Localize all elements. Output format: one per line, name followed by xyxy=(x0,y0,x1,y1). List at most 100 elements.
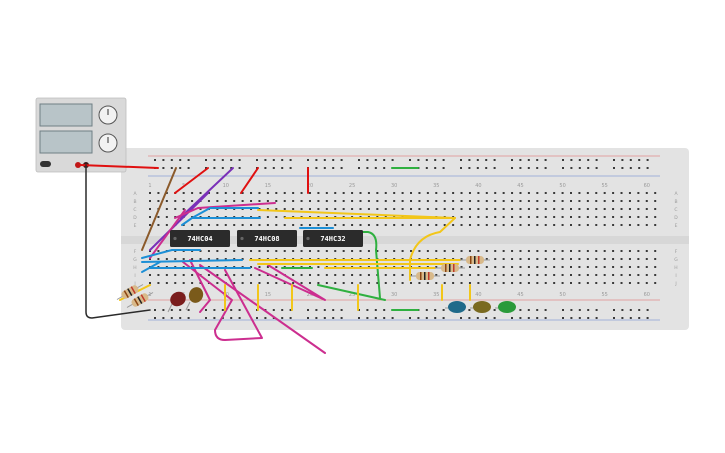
breadboard-hole[interactable] xyxy=(595,274,598,276)
breadboard-hole[interactable] xyxy=(527,208,530,210)
rail-hole[interactable] xyxy=(595,159,598,161)
breadboard-hole[interactable] xyxy=(317,200,320,202)
rail-hole[interactable] xyxy=(613,159,615,161)
breadboard-hole[interactable] xyxy=(536,282,539,284)
breadboard-hole[interactable] xyxy=(527,266,530,268)
breadboard-hole[interactable] xyxy=(561,258,564,260)
rail-hole[interactable] xyxy=(646,309,649,311)
breadboard-hole[interactable] xyxy=(485,250,488,252)
breadboard-hole[interactable] xyxy=(224,274,227,276)
breadboard-hole[interactable] xyxy=(359,250,362,252)
rail-hole[interactable] xyxy=(332,309,335,311)
rail-hole[interactable] xyxy=(332,317,335,319)
breadboard-hole[interactable] xyxy=(258,200,261,202)
rail-hole[interactable] xyxy=(221,309,224,311)
breadboard-hole[interactable] xyxy=(460,266,463,268)
rail-hole[interactable] xyxy=(629,317,632,319)
breadboard-hole[interactable] xyxy=(511,200,514,202)
rail-hole[interactable] xyxy=(256,317,258,319)
breadboard-hole[interactable] xyxy=(654,200,657,202)
breadboard-hole[interactable] xyxy=(561,274,564,276)
breadboard-hole[interactable] xyxy=(376,250,379,252)
breadboard-hole[interactable] xyxy=(435,192,438,194)
breadboard-hole[interactable] xyxy=(376,208,379,210)
breadboard-hole[interactable] xyxy=(612,266,615,268)
breadboard-hole[interactable] xyxy=(544,200,547,202)
rail-hole[interactable] xyxy=(442,317,445,319)
chip-74hc04[interactable]: 74HC04 xyxy=(170,230,230,247)
breadboard-hole[interactable] xyxy=(468,282,471,284)
breadboard-hole[interactable] xyxy=(384,224,387,226)
breadboard-hole[interactable] xyxy=(275,282,278,284)
breadboard-hole[interactable] xyxy=(645,250,648,252)
breadboard-hole[interactable] xyxy=(654,258,657,260)
breadboard-hole[interactable] xyxy=(544,282,547,284)
breadboard-hole[interactable] xyxy=(351,200,354,202)
breadboard-hole[interactable] xyxy=(157,274,160,276)
resistor[interactable] xyxy=(125,289,155,311)
breadboard-hole[interactable] xyxy=(502,200,505,202)
rail-hole[interactable] xyxy=(544,309,547,311)
breadboard-hole[interactable] xyxy=(595,192,598,194)
breadboard-hole[interactable] xyxy=(233,250,236,252)
led-green[interactable] xyxy=(495,301,516,313)
rail-hole[interactable] xyxy=(366,159,369,161)
breadboard-hole[interactable] xyxy=(452,208,455,210)
breadboard-hole[interactable] xyxy=(157,250,160,252)
breadboard-hole[interactable] xyxy=(485,282,488,284)
rail-hole[interactable] xyxy=(154,309,156,311)
breadboard-hole[interactable] xyxy=(460,274,463,276)
breadboard-hole[interactable] xyxy=(654,250,657,252)
breadboard-hole[interactable] xyxy=(317,274,320,276)
breadboard-hole[interactable] xyxy=(553,224,556,226)
breadboard-hole[interactable] xyxy=(384,250,387,252)
breadboard-hole[interactable] xyxy=(216,250,219,252)
breadboard-hole[interactable] xyxy=(477,224,480,226)
breadboard-hole[interactable] xyxy=(595,216,598,218)
breadboard-hole[interactable] xyxy=(393,192,396,194)
breadboard-hole[interactable] xyxy=(527,282,530,284)
breadboard-hole[interactable] xyxy=(283,216,286,218)
breadboard-hole[interactable] xyxy=(241,274,244,276)
rail-hole[interactable] xyxy=(646,159,649,161)
breadboard-hole[interactable] xyxy=(637,200,640,202)
breadboard-hole[interactable] xyxy=(586,274,589,276)
breadboard-hole[interactable] xyxy=(258,250,261,252)
breadboard-hole[interactable] xyxy=(443,200,446,202)
breadboard-hole[interactable] xyxy=(620,200,623,202)
led-blue[interactable] xyxy=(445,301,466,313)
rail-hole[interactable] xyxy=(230,159,233,161)
breadboard-hole[interactable] xyxy=(443,250,446,252)
breadboard-hole[interactable] xyxy=(544,250,547,252)
breadboard-hole[interactable] xyxy=(165,200,168,202)
rail-hole[interactable] xyxy=(629,309,632,311)
rail-hole[interactable] xyxy=(621,309,624,311)
breadboard-hole[interactable] xyxy=(494,208,497,210)
rail-hole[interactable] xyxy=(409,317,411,319)
rail-hole[interactable] xyxy=(544,159,547,161)
rail-hole[interactable] xyxy=(170,309,173,311)
breadboard-hole[interactable] xyxy=(452,200,455,202)
breadboard-hole[interactable] xyxy=(603,282,606,284)
breadboard-hole[interactable] xyxy=(325,274,328,276)
breadboard-hole[interactable] xyxy=(536,216,539,218)
breadboard-hole[interactable] xyxy=(561,224,564,226)
rail-hole[interactable] xyxy=(468,167,471,169)
power-switch-icon[interactable] xyxy=(40,161,51,167)
breadboard-hole[interactable] xyxy=(603,208,606,210)
breadboard-hole[interactable] xyxy=(182,282,185,284)
breadboard-hole[interactable] xyxy=(325,208,328,210)
breadboard-hole[interactable] xyxy=(300,208,303,210)
breadboard-hole[interactable] xyxy=(460,208,463,210)
breadboard-hole[interactable] xyxy=(351,282,354,284)
breadboard-hole[interactable] xyxy=(603,250,606,252)
breadboard-hole[interactable] xyxy=(426,250,429,252)
breadboard-hole[interactable] xyxy=(199,208,202,210)
resistors[interactable] xyxy=(115,256,490,311)
breadboard-hole[interactable] xyxy=(468,208,471,210)
breadboard-hole[interactable] xyxy=(410,274,413,276)
rail-hole[interactable] xyxy=(187,309,190,311)
breadboard-hole[interactable] xyxy=(628,208,631,210)
rail-hole[interactable] xyxy=(187,317,190,319)
breadboard-hole[interactable] xyxy=(250,224,253,226)
